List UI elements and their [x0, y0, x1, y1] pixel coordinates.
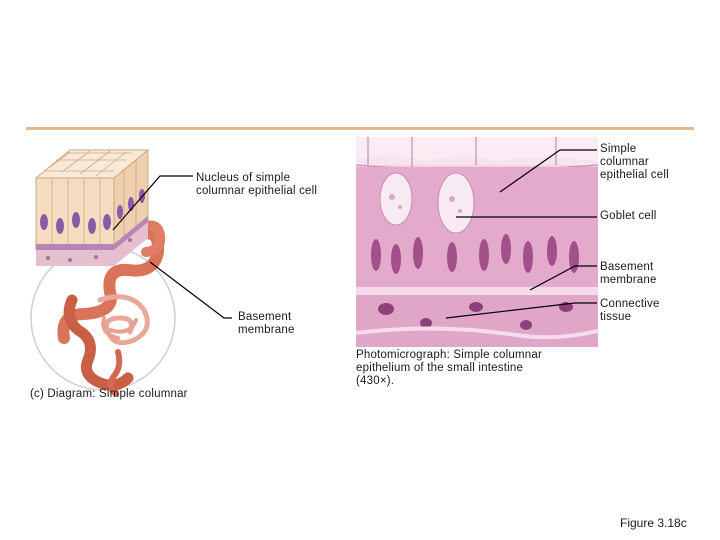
diagram-caption: (c) Diagram: Simple columnar — [30, 388, 188, 400]
label-connective-tissue: Connective tissue — [600, 298, 660, 323]
header-rule — [26, 127, 694, 130]
label-nucleus: Nucleus of simple columnar epithelial ce… — [196, 172, 318, 197]
photomicrograph — [356, 137, 598, 347]
label-goblet-cell: Goblet cell — [600, 210, 657, 222]
epithelium-block — [34, 148, 150, 266]
figure-number: Figure 3.18c — [620, 516, 687, 530]
label-simple-columnar: Simple columnar epithelial cell — [600, 143, 669, 181]
photo-caption: Photomicrograph: Simple columnar epithel… — [356, 349, 543, 387]
label-basement-membrane-right: Basement membrane — [600, 261, 657, 286]
intestine-inset — [30, 220, 176, 397]
label-basement-membrane-left: Basement membrane — [238, 311, 295, 336]
